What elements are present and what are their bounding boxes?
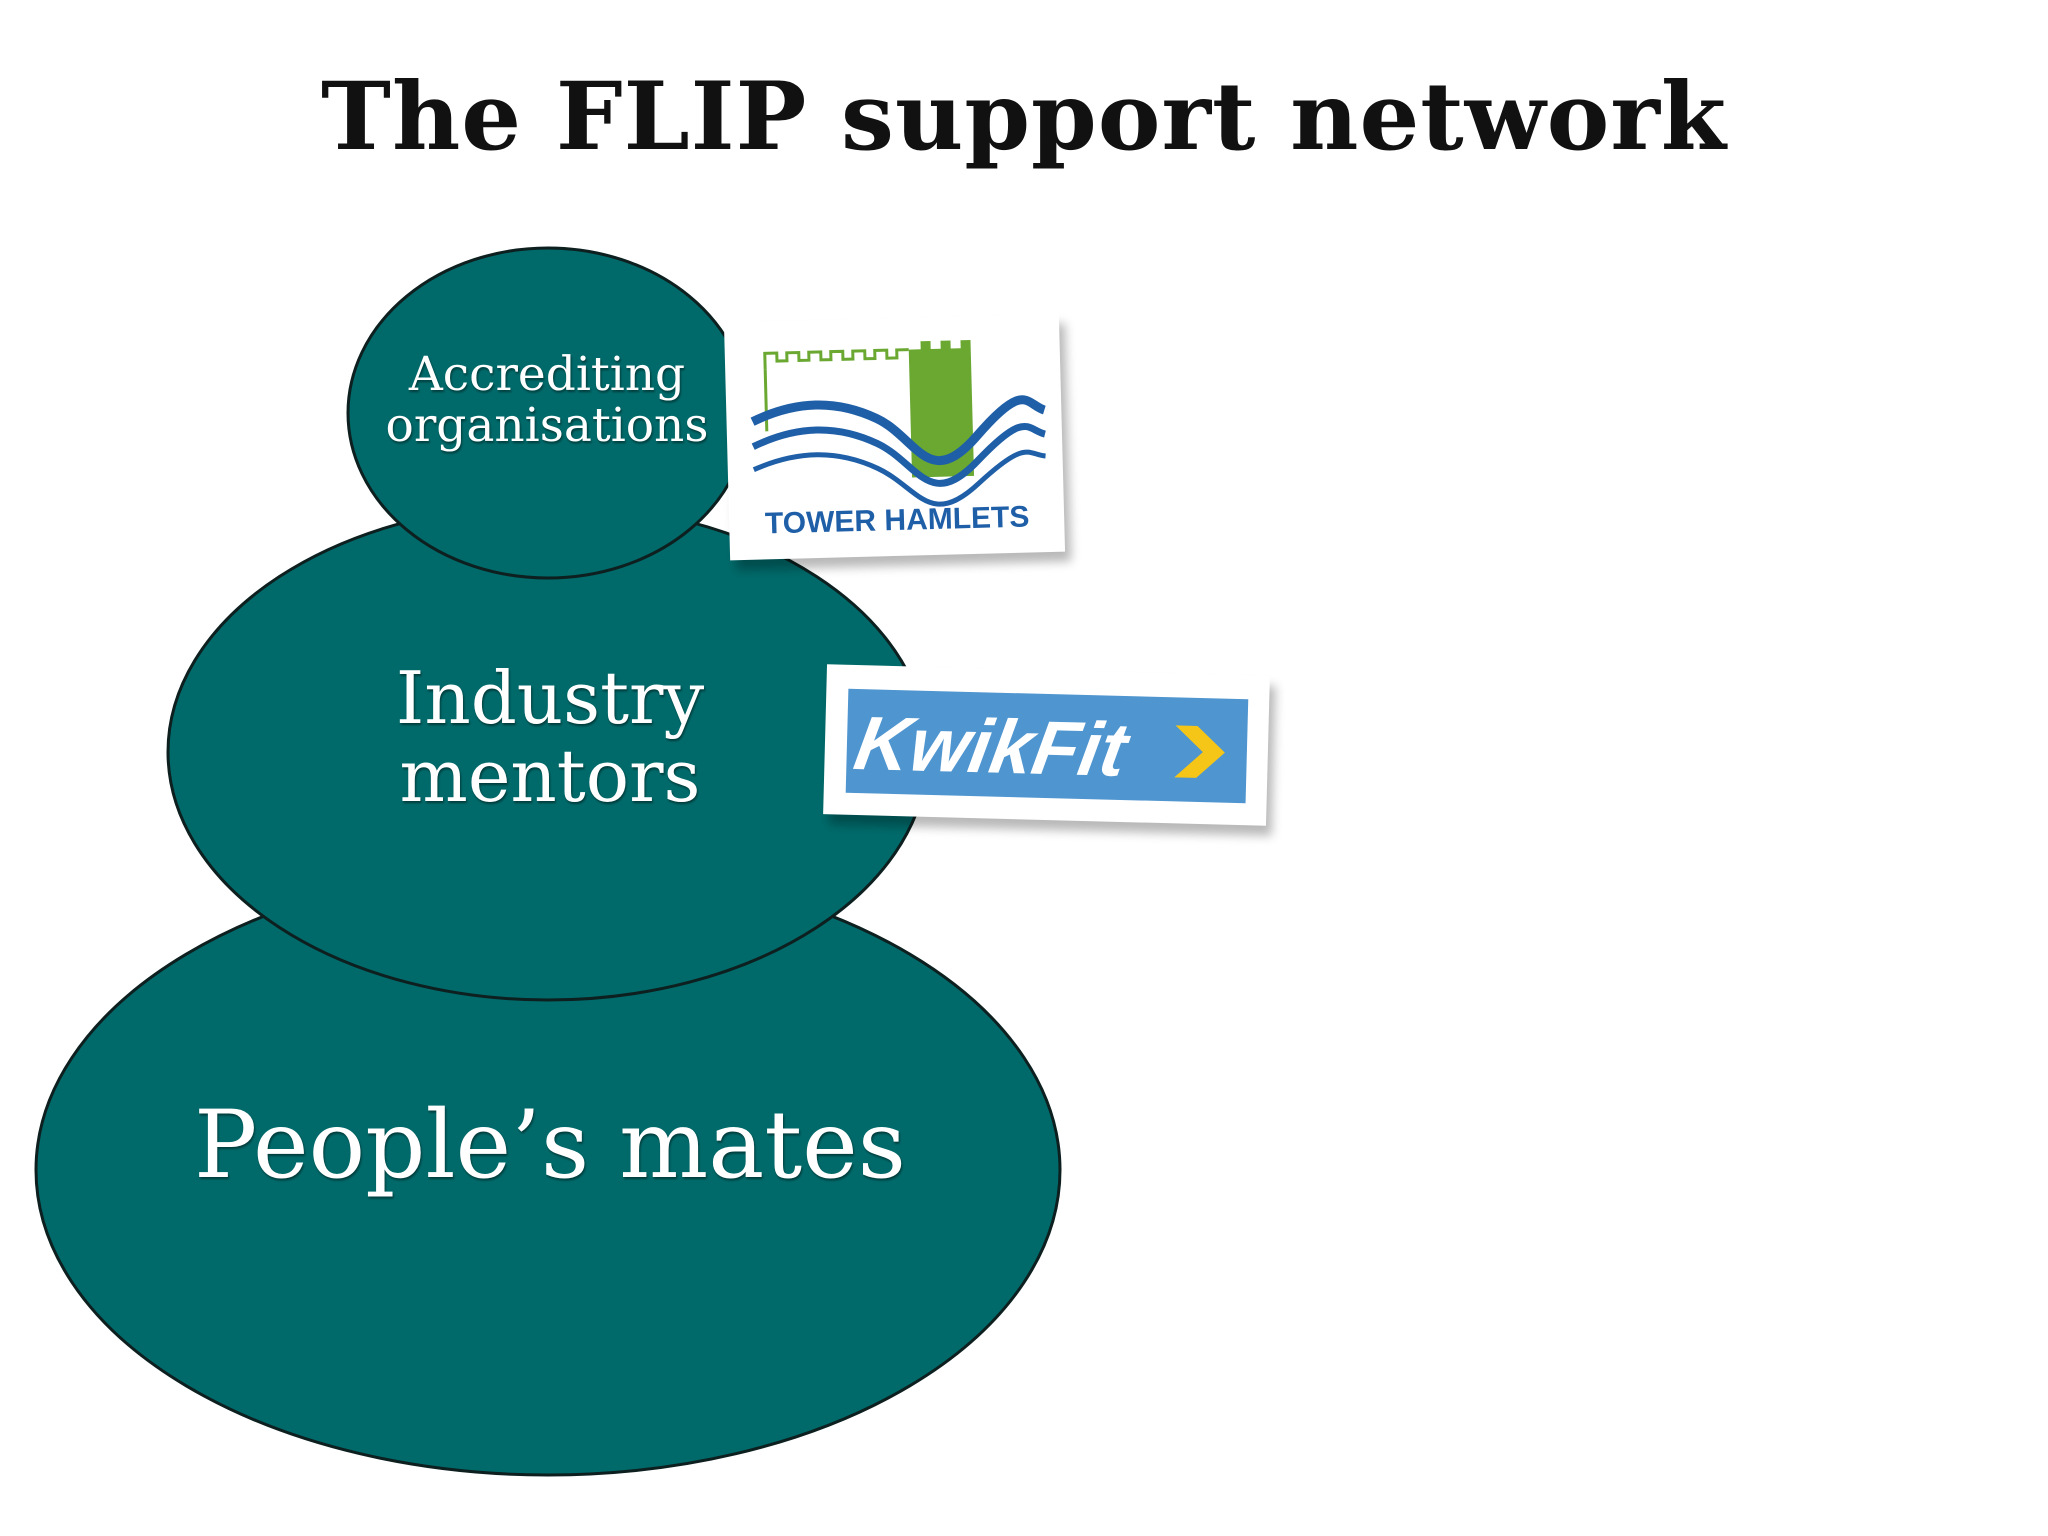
label-accrediting-organisations: Accrediting organisations <box>385 347 709 453</box>
slide-title: The FLIP support network <box>321 62 1727 172</box>
kwik-fit-logo: KwikFit <box>823 664 1270 826</box>
label-industry-mentors: Industry mentors <box>395 656 705 818</box>
tower-hamlets-logo: TOWER HAMLETS <box>723 313 1066 561</box>
label-peoples-mates: People’s mates <box>194 1091 906 1200</box>
tower-hamlets-logo-text: TOWER HAMLETS <box>765 501 1030 541</box>
kwik-fit-logo-text: KwikFit <box>849 702 1137 793</box>
